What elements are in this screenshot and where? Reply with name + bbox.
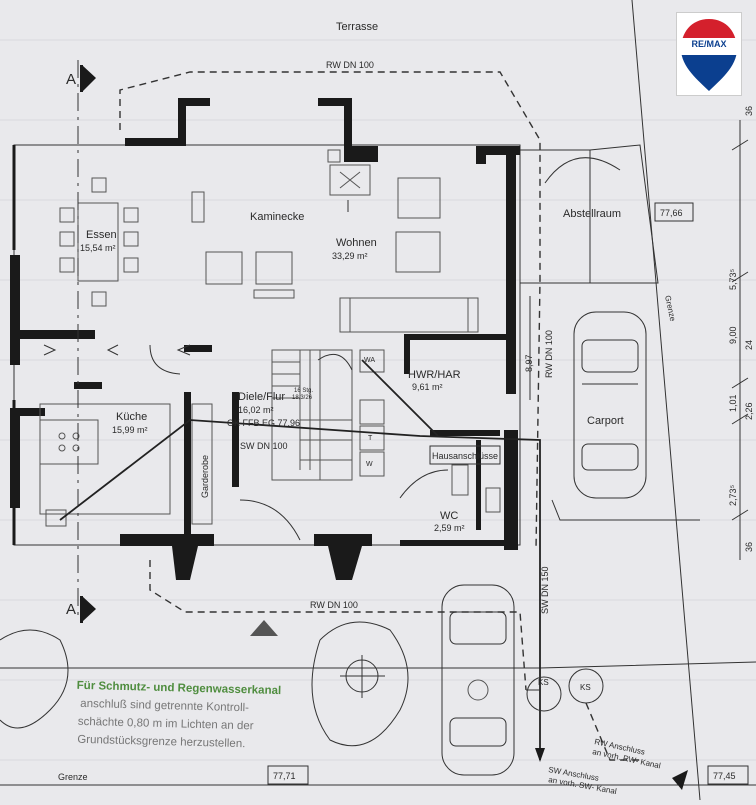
property-boundary-right [631,0,701,801]
elevation-box-7745 [707,765,749,785]
label-kueche: Küche [116,411,147,423]
label-t: T [368,435,373,442]
abstellraum-door-swing [544,157,621,184]
section-label-bottom: A [66,601,76,618]
kitchen-units [39,403,171,527]
section-label-top: A [66,71,76,88]
sw-pipe-main [59,419,541,760]
section-marker-bottom [80,596,96,623]
exterior-walls [10,98,521,580]
tree-symbols [0,621,409,747]
label-abstellraum: Abstellraum [563,208,621,220]
label-grenze-right: Grenze [663,295,677,323]
label-wc-area: 2,59 m² [434,523,465,533]
remax-balloon-icon: RE/MAX [680,19,738,91]
label-dim-900: 9,00 [728,326,738,344]
label-dim-897: 8,97 [524,354,534,372]
label-essen-area: 15,54 m² [80,243,116,253]
label-dim-24: 24 [744,340,754,350]
rw-arrow-icon [672,770,688,790]
hausanschluesse-box [429,445,501,465]
label-dim-2735: 2,73⁵ [728,484,738,506]
label-elev-7766: 77,66 [660,208,683,218]
label-carport: Carport [587,415,624,427]
label-dim-101: 1,01 [728,394,738,412]
rw-pipe-top [119,71,541,551]
elevation-box-7766 [654,202,694,222]
label-hausanschluesse: Hausanschlüsse [432,451,498,461]
abstellraum-outline [520,149,591,284]
label-rw-vertical: RW DN 100 [544,330,554,378]
label-w: W [366,461,373,468]
label-okffb: OK FFB EG 77,96 [227,418,300,428]
label-dim-226: 2,26 [744,402,754,420]
label-wa: WA [364,357,375,364]
label-hwr-area: 9,61 m² [412,382,443,392]
note-line-3: schächte 0,80 m im Lichten an der [78,716,254,733]
ks-shaft-1 [526,676,562,712]
label-kaminecke: Kaminecke [250,211,304,223]
elevation-box-7771 [267,765,309,785]
dining-table [59,177,139,307]
entrance-marker-icon [250,620,278,636]
note-line-1: Für Schmutz- und Regenwasserkanal [77,680,282,697]
label-wc: WC [440,510,458,522]
label-elev-7745: 77,45 [713,771,736,781]
label-ks-1: KS [538,678,549,687]
living-furniture [191,177,479,333]
label-rw-top: RW DN 100 [326,60,374,70]
carport-bottom-line [551,499,700,521]
label-hwr: HWR/HAR [408,369,461,381]
logo-text: RE/MAX [691,39,726,49]
label-dim-36a: 36 [744,106,754,116]
label-elev-7771: 77,71 [273,771,296,781]
section-marker-top [77,60,96,620]
fireplace [327,149,371,212]
sw-pipe-branch [361,359,439,437]
label-wohnen: Wohnen [336,237,377,249]
wc-fixtures [239,464,501,541]
carport-roof-outline [589,144,659,284]
car-carport [573,311,647,499]
label-dim-573: 5,73⁵ [728,268,738,290]
staircase [271,349,353,481]
property-boundary-bottom [0,661,756,669]
sewer-note: Für Schmutz- und Regenwasserkanal anschl… [77,680,282,750]
label-wohnen-area: 33,29 m² [332,251,368,261]
label-ks-2: KS [580,683,591,692]
label-diele-area: 16,02 m² [238,405,274,415]
rw-connection-line [585,702,640,761]
label-terrasse: Terrasse [336,21,378,33]
garderobe-cabinet [191,403,213,525]
label-stairs: 16 Stg. [294,388,313,394]
label-dim-36b: 36 [744,542,754,552]
sw-arrow-icon [535,748,545,762]
rw-pipe-bottom [149,560,527,691]
label-stairs-dim: 18,3/26 [292,395,313,401]
car-driveway [441,584,515,776]
label-sw-vertical: SW DN 150 [540,566,550,614]
hwr-appliances [359,349,385,477]
note-line-2: anschluß sind getrennte Kontroll- [80,698,249,714]
label-rw-bottom: RW DN 100 [310,600,358,610]
door-swings [43,344,191,375]
remax-logo: RE/MAX [676,12,742,96]
note-line-4: Grundstücksgrenze herzustellen. [77,734,245,750]
label-kueche-area: 15,99 m² [112,425,148,435]
label-garderobe: Garderobe [200,455,210,498]
label-essen: Essen [86,229,117,241]
label-sw-main: SW DN 100 [240,441,288,451]
label-grenze-bottom: Grenze [58,772,88,782]
label-diele: Diele/Flur [238,391,285,403]
dimension-line-right [731,120,749,560]
